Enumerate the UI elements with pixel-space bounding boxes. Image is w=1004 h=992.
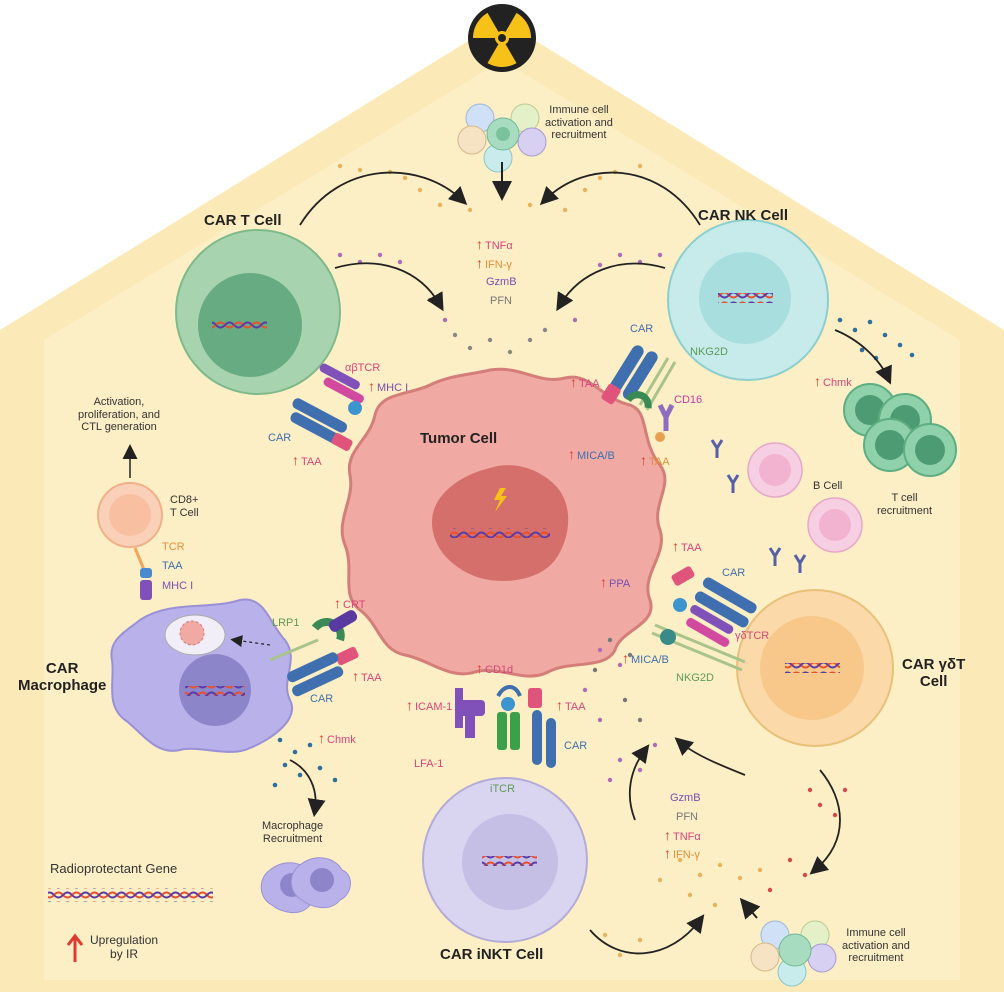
taa-label-antibody: ↑TAA bbox=[640, 452, 670, 468]
cd8-t-cell bbox=[97, 482, 163, 548]
caption-line: activation and bbox=[545, 116, 613, 129]
caption-line: CTL generation bbox=[81, 421, 157, 434]
b-cell-2 bbox=[807, 497, 863, 553]
mhc1-label-t: ↑MHC I bbox=[368, 378, 409, 394]
caption-line: Activation, bbox=[93, 396, 145, 408]
antibody-icons bbox=[710, 439, 807, 573]
legend-line: Upregulation bbox=[90, 933, 159, 947]
nkg2d-label-nk: NKG2D bbox=[690, 346, 728, 358]
caption-line: Immune cell bbox=[549, 104, 609, 116]
upregulation-arrow-icon bbox=[66, 933, 84, 962]
ppa-label: ↑PPA bbox=[600, 574, 631, 590]
tcr-label: TCR bbox=[162, 541, 185, 553]
receptors-car-gdt bbox=[651, 566, 757, 672]
ifng-label-bottom: ↑IFN-γ bbox=[664, 845, 700, 861]
immune-cell-cluster-top bbox=[457, 103, 547, 173]
immune-caption-top: Immune cell activation and recruitment bbox=[545, 104, 613, 142]
receptors-car-nk bbox=[601, 345, 677, 442]
abtcr-label: αβTCR bbox=[345, 362, 381, 374]
car-gdt-cell bbox=[736, 589, 894, 747]
taa-label-gdt: ↑TAA bbox=[672, 538, 702, 554]
taa-label-macrophage: ↑TAA bbox=[352, 668, 382, 684]
immune-cell-cluster-bottom bbox=[750, 920, 837, 987]
car-label-inkt: CAR bbox=[564, 740, 588, 752]
macrophage-recruitment-cluster bbox=[260, 857, 351, 914]
legend-upregulation-label: Upregulation by IR bbox=[90, 933, 159, 962]
macrophage-recruitment-caption: Macrophage Recruitment bbox=[262, 820, 323, 845]
caption-line: recruitment bbox=[877, 504, 933, 517]
pfn-label-bottom: PFN bbox=[676, 811, 698, 823]
car-gdt-cell-title: CAR γδT Cell bbox=[902, 656, 965, 691]
caption-line: recruitment bbox=[848, 952, 904, 965]
receptors-car-t bbox=[290, 363, 364, 451]
car-label-gdt: CAR bbox=[722, 567, 746, 579]
taa-label-cd8: TAA bbox=[162, 560, 183, 572]
t-cell-recruitment-cluster bbox=[843, 383, 957, 477]
label-line: T Cell bbox=[170, 506, 199, 519]
crt-label: ↑CRT bbox=[334, 595, 366, 611]
caption-line: Macrophage bbox=[262, 820, 324, 832]
caption-line: activation and bbox=[842, 939, 910, 952]
car-nk-cell-title: CAR NK Cell bbox=[698, 207, 789, 224]
car-macrophage-title: CAR Macrophage bbox=[18, 660, 106, 695]
itcr-label: iTCR bbox=[490, 783, 516, 795]
taa-label-nk: ↑TAA bbox=[570, 374, 600, 390]
gzmb-label-bottom: GzmB bbox=[670, 792, 701, 804]
pfn-label: PFN bbox=[490, 295, 512, 307]
icam1-label: ↑ICAM-1 bbox=[406, 697, 453, 713]
mhc1-label-cd8: MHC I bbox=[162, 580, 194, 592]
b-cell-1 bbox=[747, 442, 803, 498]
title-line: Macrophage bbox=[18, 677, 107, 695]
mica-b-label-nk: ↑MICA/B bbox=[568, 446, 615, 462]
tnfa-label-bottom: ↑TNFα bbox=[664, 827, 701, 843]
t-cell-recruitment-caption: T cell recruitment bbox=[877, 492, 932, 517]
car-macrophage bbox=[110, 598, 293, 753]
car-t-cell-title: CAR T Cell bbox=[204, 212, 282, 229]
tnfa-label: ↑TNFα bbox=[476, 236, 513, 252]
caption-line: Recruitment bbox=[262, 832, 323, 845]
car-t-cell bbox=[175, 229, 341, 395]
gzmb-label: GzmB bbox=[486, 276, 517, 288]
car-inkt-cell bbox=[422, 777, 588, 943]
taa-label-t: ↑TAA bbox=[292, 452, 322, 468]
activation-caption: Activation, proliferation, and CTL gener… bbox=[78, 396, 160, 434]
receptors-car-macrophage bbox=[269, 610, 359, 697]
receptors-car-inkt bbox=[455, 685, 556, 768]
mica-b-label-gdt: ↑MICA/B bbox=[622, 650, 669, 666]
chmk-label-nk: ↑Chmk bbox=[814, 373, 852, 389]
title-line: CAR γδT bbox=[902, 656, 966, 673]
car-label-t: CAR bbox=[268, 432, 292, 444]
car-nk-cell bbox=[667, 219, 829, 381]
radiation-icon bbox=[468, 4, 536, 72]
ifng-label: ↑IFN-γ bbox=[476, 255, 512, 271]
car-label-nk: CAR bbox=[630, 323, 654, 335]
b-cell-label: B Cell bbox=[813, 480, 843, 492]
title-line: CAR bbox=[45, 660, 79, 677]
caption-line: proliferation, and bbox=[78, 408, 160, 421]
label-line: CD8+ bbox=[170, 494, 199, 506]
car-label-macrophage: CAR bbox=[310, 693, 334, 705]
tumor-cell bbox=[340, 367, 667, 678]
lrp1-label: LRP1 bbox=[272, 617, 300, 629]
lfa1-label: LFA-1 bbox=[414, 758, 444, 770]
legend-line: by IR bbox=[110, 946, 139, 961]
legend-radioprotectant-label: Radioprotectant Gene bbox=[50, 861, 178, 876]
caption-line: recruitment bbox=[551, 129, 607, 142]
nkg2d-label-gdt: NKG2D bbox=[676, 672, 714, 684]
gdtcr-label: γδTCR bbox=[735, 630, 770, 642]
chmk-label-macrophage: ↑Chmk bbox=[318, 730, 356, 746]
radioprotectant-gene-icon bbox=[48, 888, 213, 902]
tumor-cell-title: Tumor Cell bbox=[420, 430, 498, 447]
caption-line: Immune cell bbox=[846, 927, 906, 939]
caption-line: T cell bbox=[891, 492, 918, 504]
taa-label-inkt: ↑TAA bbox=[556, 697, 586, 713]
cd8-t-cell-label: CD8+ T Cell bbox=[170, 494, 199, 519]
cd16-label: CD16 bbox=[674, 394, 703, 406]
car-inkt-cell-title: CAR iNKT Cell bbox=[440, 946, 544, 963]
cd1d-label: ↑CD1d bbox=[476, 660, 514, 676]
immune-caption-bottom: Immune cell activation and recruitment bbox=[842, 927, 910, 965]
title-line: Cell bbox=[919, 673, 948, 691]
